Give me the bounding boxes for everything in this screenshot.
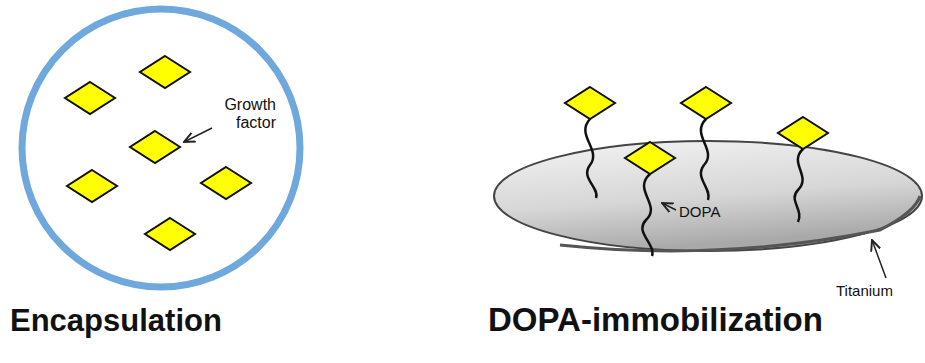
part-label: DOPA [679,203,720,220]
part-label: Titanium [836,282,893,299]
disc-rim [560,196,920,251]
leader-line [662,203,676,210]
growth-factors [65,56,251,250]
leader-line [872,240,886,278]
growth-factors [565,87,828,174]
leader-line [184,128,212,142]
panel-title: DOPA-immobilization [488,301,823,339]
panel-title: Encapsulation [10,303,222,339]
capsule [22,9,300,287]
dopa-chains [585,119,803,256]
part-label: Growth factor [212,96,276,133]
